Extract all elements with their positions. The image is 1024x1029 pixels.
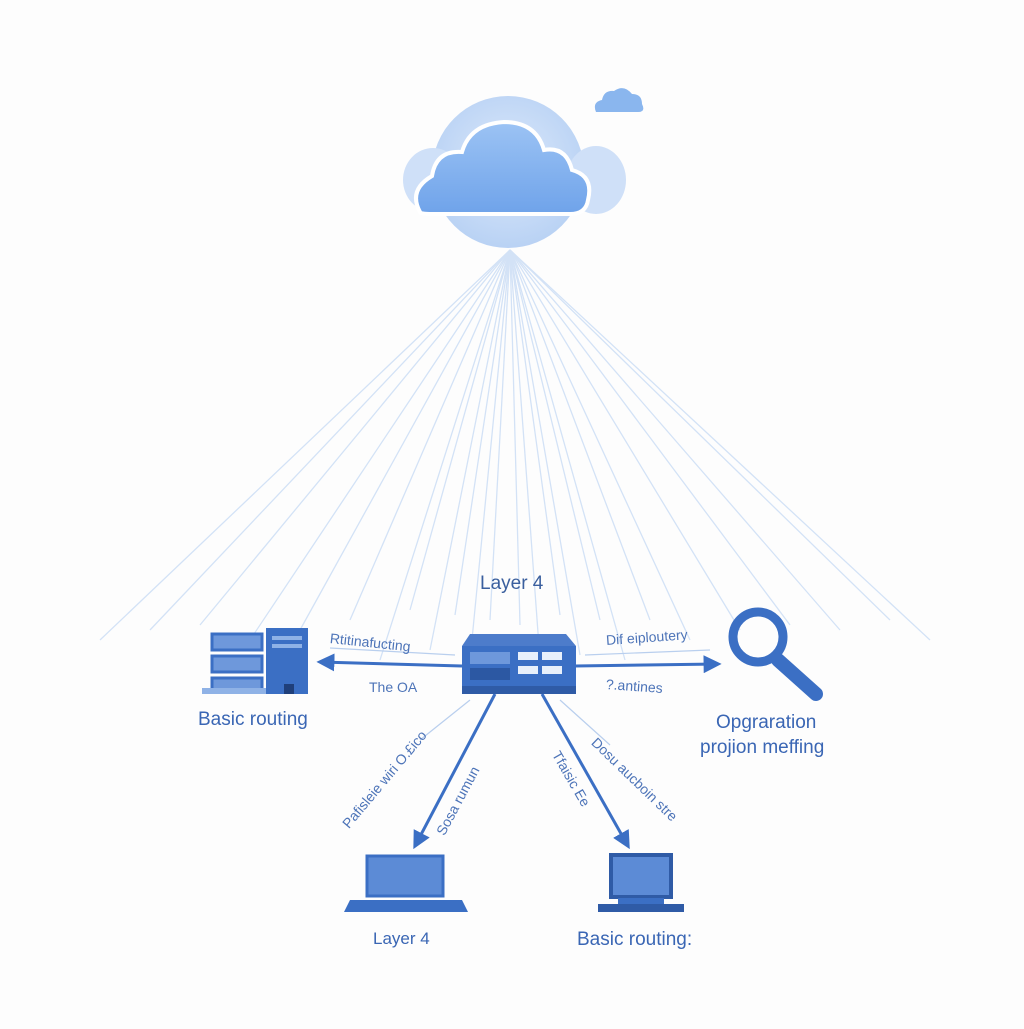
magnifier-icon	[728, 607, 823, 701]
arrow-to-right-laptop	[540, 693, 630, 850]
cloud-icon	[403, 96, 626, 248]
ray-line	[509, 249, 626, 661]
magnifier-label-line2: projion meffing	[700, 737, 825, 758]
arrow-to-magnifier	[574, 655, 722, 674]
ray-line	[509, 249, 691, 641]
ray-line	[349, 249, 511, 621]
server-label: Basic routing	[198, 709, 308, 730]
ray-line	[299, 249, 511, 631]
edge-label-left-lower: The OA	[369, 679, 418, 695]
ray-line	[429, 249, 511, 651]
ray-line	[454, 249, 511, 616]
ray-line	[99, 249, 511, 641]
laptop-right-icon	[598, 853, 684, 912]
server-icon	[202, 628, 308, 694]
ray-line	[509, 249, 651, 621]
ray-line	[379, 249, 511, 661]
magnifier-label-line1: Opgraration	[716, 712, 817, 733]
laptop-left-icon	[344, 854, 468, 912]
ray-line	[509, 249, 741, 631]
ray-line	[509, 249, 791, 626]
faint-connections	[329, 647, 711, 746]
arrow-to-left-laptop	[413, 693, 497, 850]
ray-line	[509, 249, 891, 621]
ray-line	[469, 249, 511, 661]
ray-line	[509, 249, 601, 621]
ray-line	[509, 249, 541, 661]
ray-line	[509, 249, 931, 641]
ray-line	[509, 249, 521, 626]
small-cloud-icon	[594, 88, 644, 112]
arrow-to-server	[316, 653, 463, 672]
ray-line	[199, 249, 511, 626]
switch-icon	[462, 634, 576, 694]
ray-line	[509, 249, 561, 616]
connections	[316, 653, 722, 850]
ray-line	[409, 249, 511, 611]
ray-line	[149, 249, 511, 631]
center-label: Layer 4	[480, 573, 544, 594]
laptop-left-label: Layer 4	[373, 929, 430, 948]
ray-line	[509, 249, 841, 631]
laptop-right-label: Basic routing:	[577, 929, 693, 950]
ray-line	[249, 249, 511, 641]
cloud-rays	[99, 249, 931, 661]
ray-line	[489, 249, 511, 621]
ray-line	[509, 249, 581, 656]
